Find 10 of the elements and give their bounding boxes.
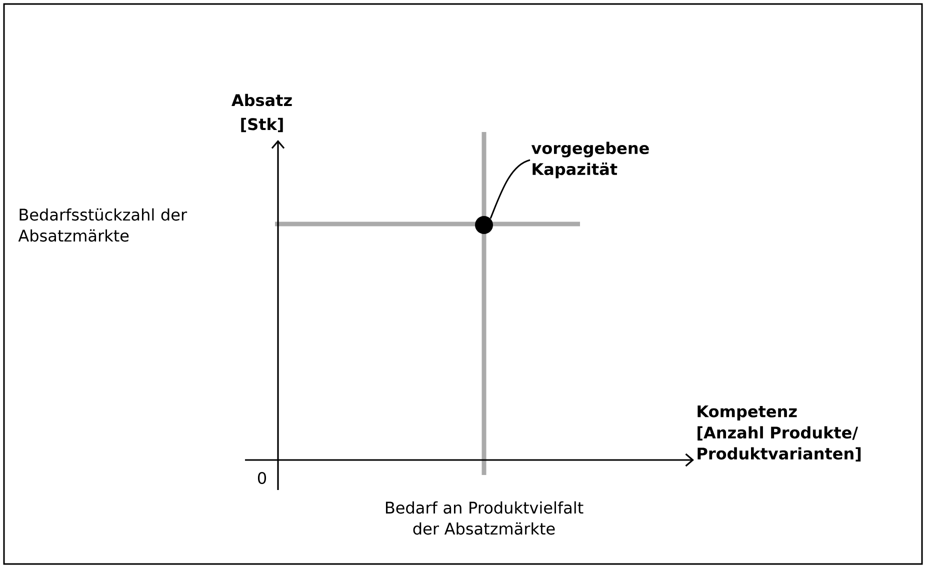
callout-text: vorgegebene Kapazität bbox=[531, 142, 649, 178]
axis-value-label: Bedarfsstückzahl der Absatzmärkte bbox=[18, 208, 188, 242]
point-marker bbox=[475, 216, 493, 234]
axis-value-label: Bedarf an Produktvielfalt der Absatzmärkte bbox=[386, 501, 584, 535]
leader-line bbox=[490, 159, 530, 219]
axis-title: Absatz bbox=[232, 94, 292, 106]
axis-unit: [Anzahl Produkte/ Produktvarianten] bbox=[698, 426, 861, 462]
axis-unit: [Stk] bbox=[241, 118, 283, 132]
tick-label: 0 bbox=[258, 472, 266, 484]
axis-title: Kompetenz bbox=[698, 406, 797, 420]
